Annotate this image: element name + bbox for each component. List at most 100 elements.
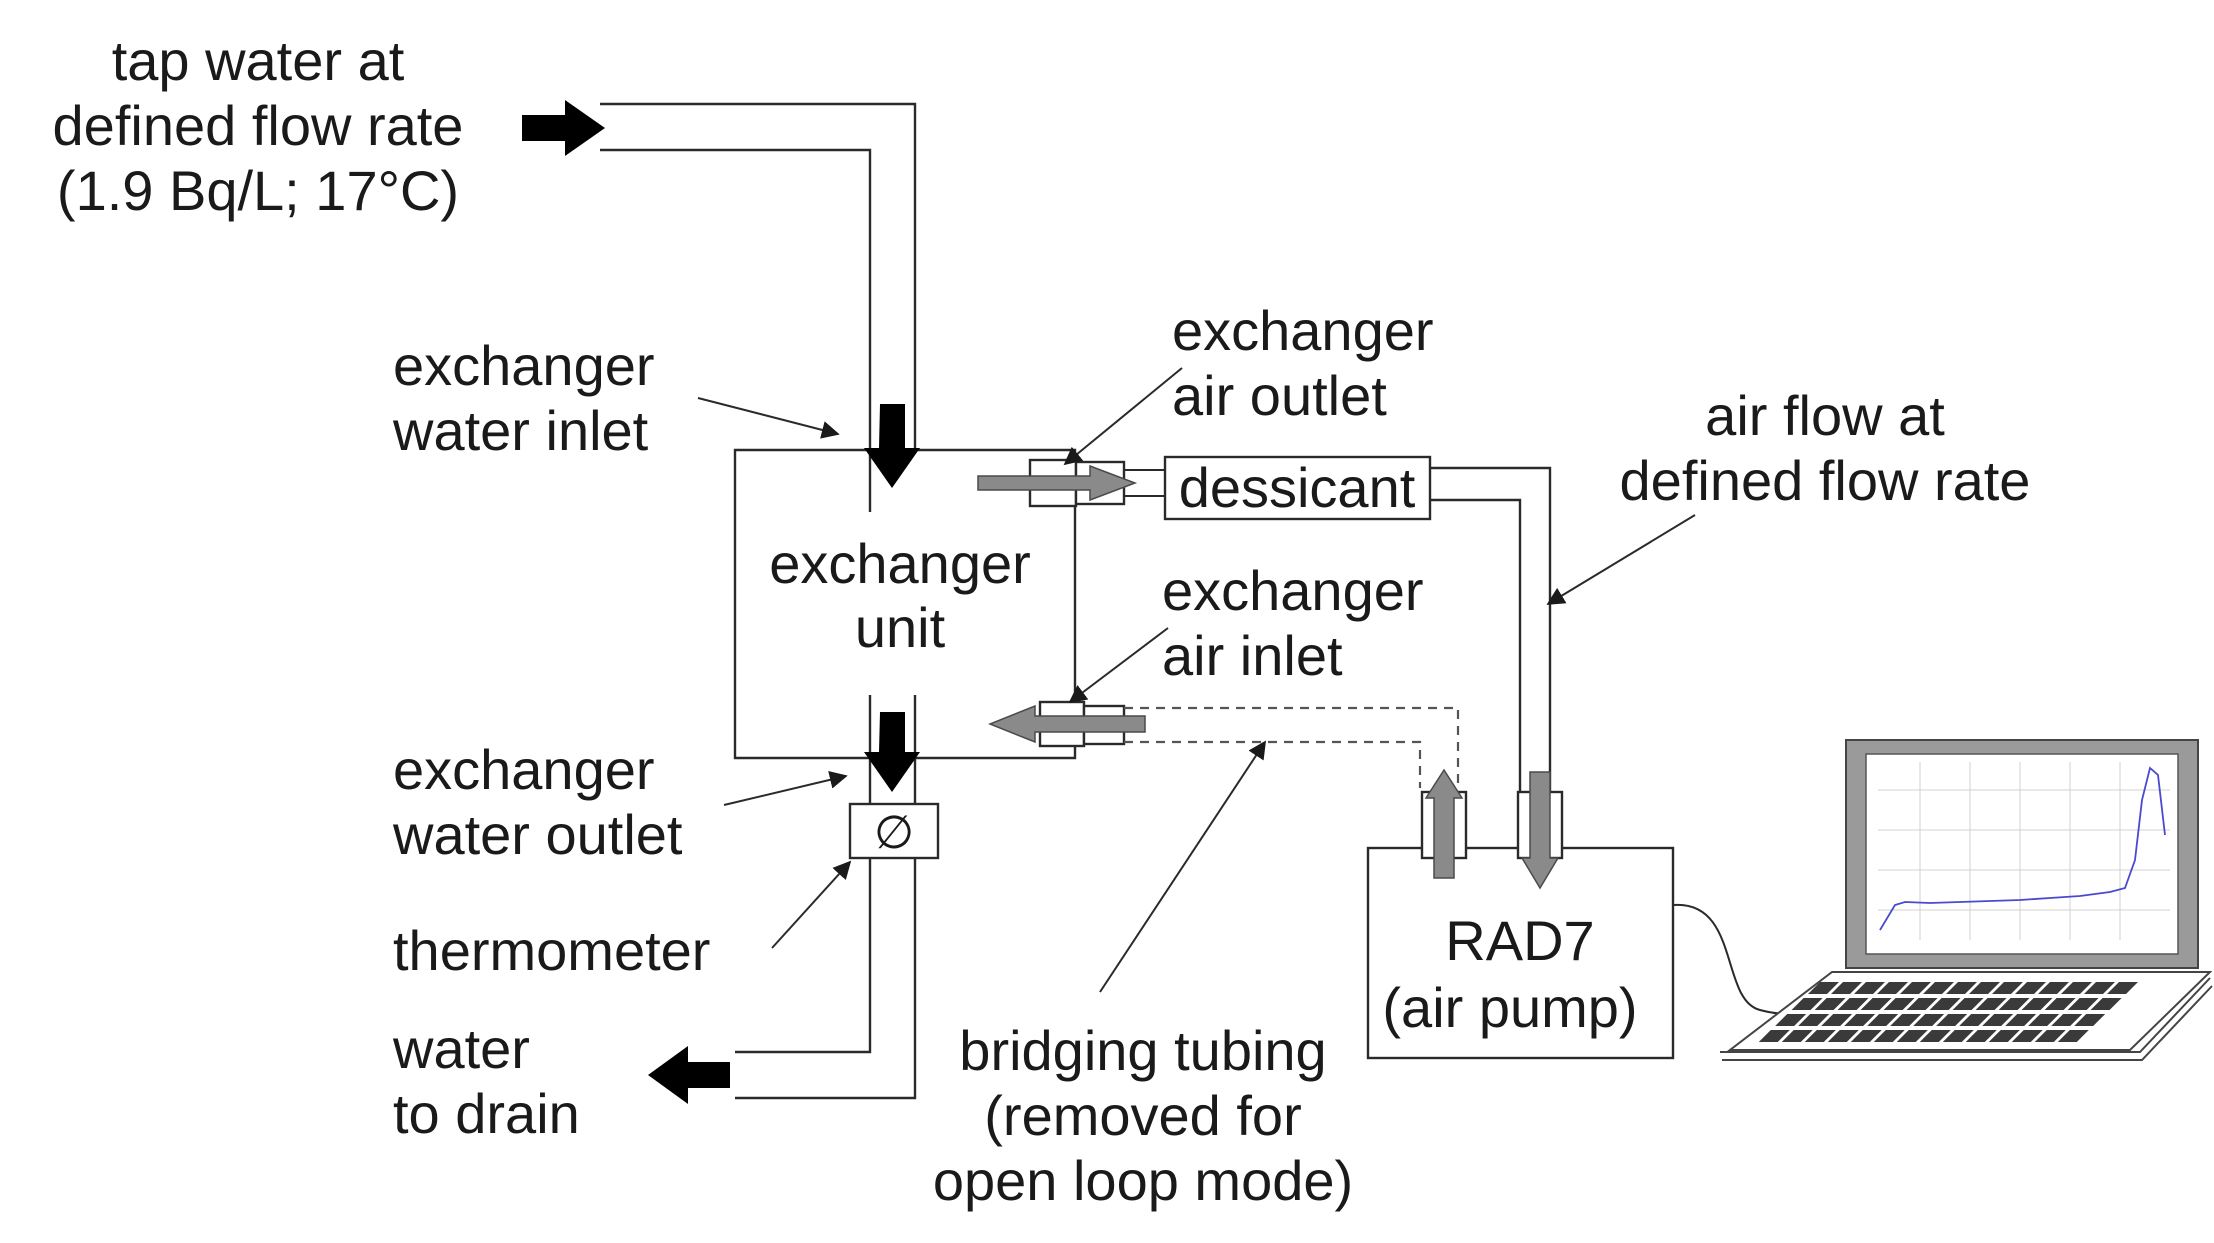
laptop-key <box>2067 998 2099 1010</box>
air-inlet-label-1: exchanger <box>1162 559 1424 622</box>
air-outlet-label-1: exchanger <box>1172 299 1434 362</box>
laptop-key <box>1850 1030 1882 1042</box>
tap-water-arrow <box>522 100 605 156</box>
laptop-key <box>1998 998 2030 1010</box>
dessicant-label: dessicant <box>1179 456 1416 519</box>
thermometer-label: thermometer <box>393 919 710 982</box>
bridging-label-2: (removed for <box>984 1084 1301 1147</box>
water-outlet-label-2: water outlet <box>392 803 683 866</box>
water-outlet-flow-arrow <box>864 712 920 792</box>
laptop-key <box>1923 982 1954 994</box>
water-outlet-label-1: exchanger <box>393 738 655 801</box>
laptop-key <box>2090 998 2122 1010</box>
laptop-key <box>2005 1014 2037 1026</box>
water-pipe <box>600 102 917 1100</box>
tap-water-label-1: tap water at <box>112 29 405 92</box>
laptop-key <box>2074 1014 2106 1026</box>
bridging-tubing <box>1124 706 1460 788</box>
laptop-key <box>1946 982 1977 994</box>
water-inlet-label-2: water inlet <box>392 399 649 462</box>
laptop-key <box>1808 982 1839 994</box>
rad7-box <box>1366 846 1675 1060</box>
laptop-key <box>1992 982 2023 994</box>
laptop-key <box>1854 982 1885 994</box>
laptop-key <box>2084 982 2115 994</box>
leader-lines <box>697 367 1696 993</box>
laptop-key <box>1758 1030 1790 1042</box>
laptop-key <box>1942 1030 1974 1042</box>
air-tubing <box>1430 466 1552 812</box>
air-outlet-connector <box>977 458 1165 508</box>
laptop-key <box>1900 982 1931 994</box>
air-flow-label-1: air flow at <box>1705 384 1945 447</box>
rad7-outlet-port <box>1516 771 1564 890</box>
rad7-label-1: RAD7 <box>1445 909 1594 972</box>
laptop-key <box>1982 1014 2014 1026</box>
laptop-key <box>1952 998 1984 1010</box>
bridging-label-3: open loop mode) <box>933 1149 1353 1212</box>
laptop-key <box>1804 1030 1836 1042</box>
laptop-key <box>2057 1030 2089 1042</box>
laptop-key <box>2061 982 2092 994</box>
water-inlet-label-1: exchanger <box>393 334 655 397</box>
dessicant-box <box>1163 455 1432 521</box>
laptop-key <box>1827 1030 1859 1042</box>
laptop-key <box>1936 1014 1968 1026</box>
laptop-key <box>2107 982 2138 994</box>
air-outlet-label-2: air outlet <box>1172 364 1387 427</box>
exchanger-unit-label-2: unit <box>855 596 946 659</box>
laptop-key <box>1831 982 1862 994</box>
laptop-key <box>1873 1030 1905 1042</box>
laptop-key <box>1929 998 1961 1010</box>
thermometer-symbol: ∅ <box>874 806 914 858</box>
laptop-key <box>1906 998 1938 1010</box>
water-inlet-flow-arrow <box>864 404 920 488</box>
laptop-key <box>1883 998 1915 1010</box>
air-inlet-connector <box>987 518 1146 748</box>
laptop-key <box>1860 998 1892 1010</box>
drain-label-1: water <box>392 1017 530 1080</box>
tap-water-label-2: defined flow rate <box>53 94 464 157</box>
laptop-key <box>1959 1014 1991 1026</box>
laptop-key <box>1791 998 1823 1010</box>
air-flow-label-2: defined flow rate <box>1620 449 2031 512</box>
laptop-key <box>2051 1014 2083 1026</box>
laptop-key <box>1798 1014 1830 1026</box>
laptop-key <box>2038 982 2069 994</box>
laptop-key <box>1896 1030 1928 1042</box>
laptop-key <box>2011 1030 2043 1042</box>
bridging-label-1: bridging tubing <box>959 1019 1326 1082</box>
laptop-key <box>1821 1014 1853 1026</box>
tap-water-label-3: (1.9 Bq/L; 17°C) <box>57 159 459 222</box>
laptop-key <box>1814 998 1846 1010</box>
rad7-label-2: (air pump) <box>1382 976 1637 1039</box>
laptop-key <box>2028 1014 2060 1026</box>
laptop-key <box>1975 998 2007 1010</box>
laptop-key <box>2021 998 2053 1010</box>
laptop-key <box>1965 1030 1997 1042</box>
laptop-key <box>1988 1030 2020 1042</box>
laptop-key <box>1890 1014 1922 1026</box>
exchanger-unit-label-1: exchanger <box>769 532 1031 595</box>
laptop-key <box>1913 1014 1945 1026</box>
rad7-inlet-port <box>1420 768 1468 879</box>
data-cable <box>1672 903 1801 1015</box>
laptop-key <box>2044 998 2076 1010</box>
laptop-key <box>1844 1014 1876 1026</box>
laptop-key <box>1837 998 1869 1010</box>
laptop-key <box>1867 1014 1899 1026</box>
laptop-key <box>2015 982 2046 994</box>
air-inlet-label-2: air inlet <box>1162 624 1343 687</box>
laptop-key <box>1781 1030 1813 1042</box>
laptop <box>1720 739 2213 1061</box>
laptop-key <box>1775 1014 1807 1026</box>
drain-arrow <box>648 1046 730 1104</box>
thermometer-box <box>848 802 940 860</box>
laptop-key <box>1919 1030 1951 1042</box>
laptop-key <box>1877 982 1908 994</box>
laptop-key <box>1969 982 2000 994</box>
laptop-key <box>2034 1030 2066 1042</box>
drain-label-2: to drain <box>393 1082 580 1145</box>
